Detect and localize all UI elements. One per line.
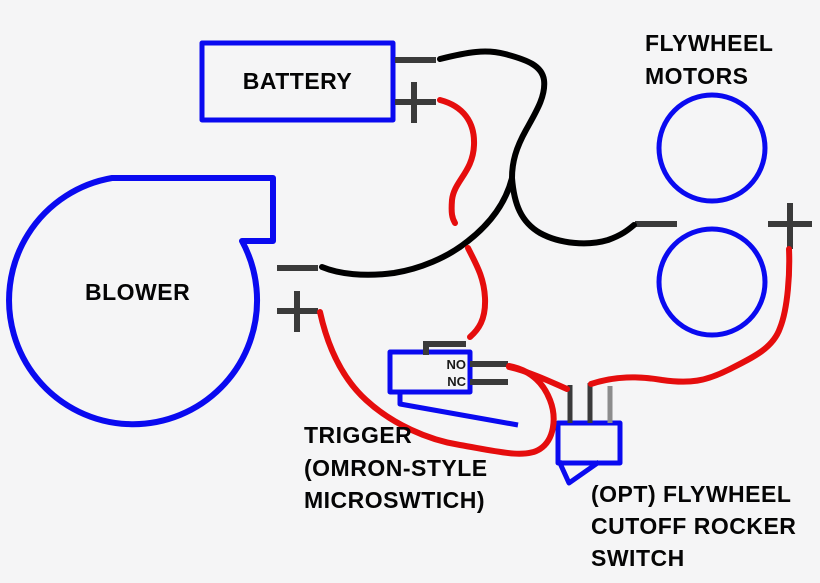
rocker-switch-label-line3: SWITCH	[591, 545, 685, 571]
microswitch-common-terminal	[423, 341, 466, 355]
microswitch-body	[387, 349, 473, 395]
flywheel-motors-label: FLYWHEEL MOTORS	[645, 27, 773, 93]
rocker-switch-label-line2: CUTOFF ROCKER	[591, 513, 797, 539]
battery-label: BATTERY	[242, 68, 353, 94]
trigger-label: TRIGGER (OMRON-STYLE MICROSWTICH)	[304, 419, 488, 517]
wire-neg-to-blower	[319, 175, 515, 278]
flywheel-motors-label-line2: MOTORS	[645, 63, 749, 89]
wire-battery-neg-trunk	[437, 48, 548, 181]
blower-label: BLOWER	[85, 279, 191, 305]
motors-positive-terminal	[768, 203, 812, 249]
flywheel-motor-bottom	[656, 226, 768, 338]
wire-no-to-rocker	[506, 364, 570, 392]
wire-battery-pos-to-switch-common	[465, 245, 489, 340]
rocker-switch-actuator	[556, 459, 601, 486]
trigger-label-line1: TRIGGER	[304, 422, 413, 448]
microswitch-no-label: NO	[446, 357, 467, 372]
wire-rocker-to-motors-pos	[588, 246, 793, 387]
wire-battery-pos-upper	[437, 97, 478, 226]
rocker-switch-label: (OPT) FLYWHEEL CUTOFF ROCKER SWITCH	[591, 478, 796, 574]
battery-label-box: BATTERY	[202, 43, 393, 120]
blower-outline	[6, 175, 276, 428]
trigger-label-line2: (OMRON-STYLE	[304, 454, 488, 481]
flywheel-motor-top	[656, 92, 768, 204]
flywheel-motors-label-line1: FLYWHEEL	[645, 30, 774, 56]
wire-neg-to-motors	[509, 175, 637, 247]
battery-positive-terminal	[395, 82, 436, 123]
blower-positive-terminal	[277, 291, 318, 332]
battery-outline	[199, 40, 396, 123]
microswitch-nc-label: NC	[447, 374, 466, 389]
trigger-label-line3: MICROSWTICH)	[304, 487, 486, 513]
microswitch-lever	[397, 392, 519, 428]
wire-blower-pos-to-no	[317, 309, 557, 457]
rocker-switch-label-line1: (OPT) FLYWHEEL	[591, 481, 792, 507]
